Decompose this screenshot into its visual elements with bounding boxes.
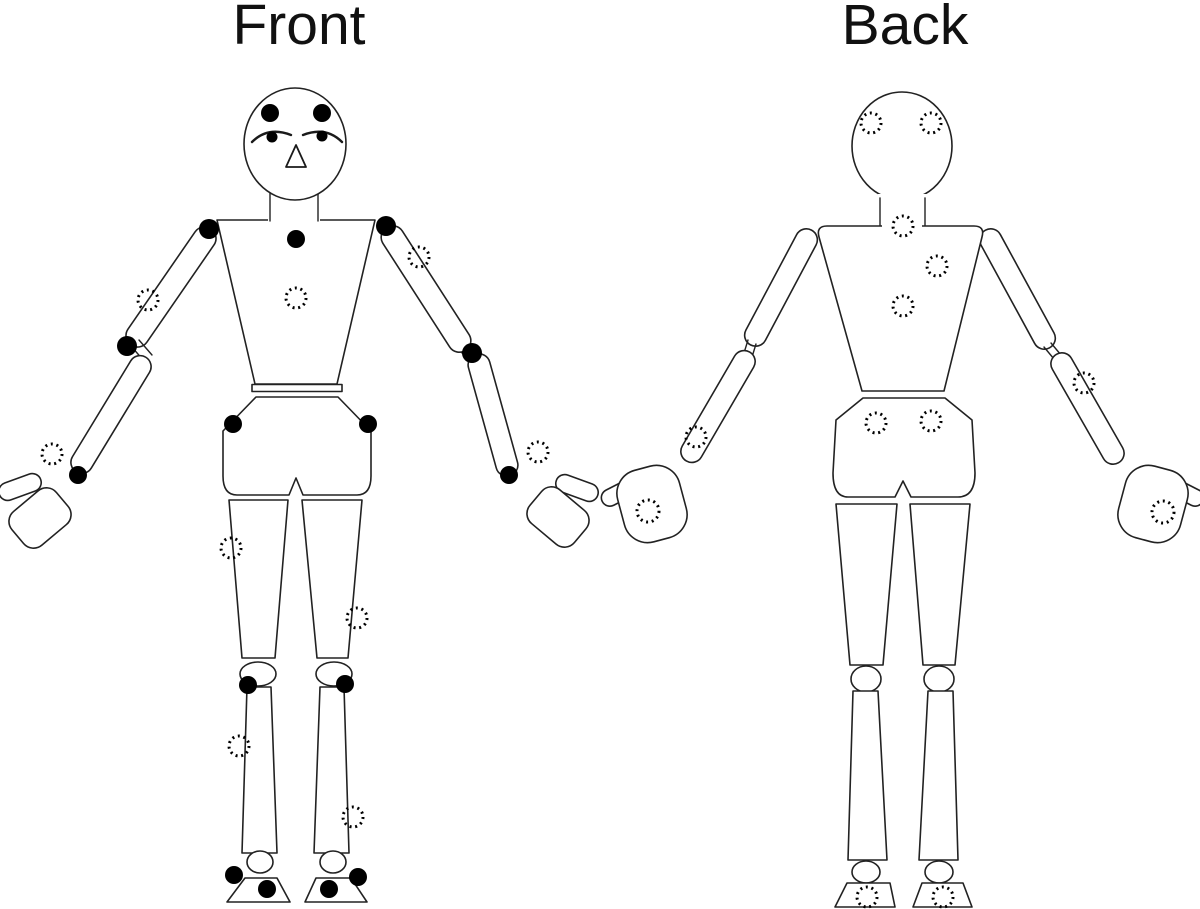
front-right-shin [313,686,350,854]
back-left-foot [834,882,896,908]
front-right-ankle-marker [349,868,367,886]
back-left-thigh [835,503,898,666]
front-right-shin-dotted [341,805,365,829]
shoulder-line-cover [882,223,922,230]
front-right-ankle [319,850,347,874]
front-right-wrist-dotted [526,440,550,464]
nose [285,144,307,168]
front-pelvis [222,396,372,496]
front-left-upper-arm-dotted [136,288,160,312]
back-right-heel-dotted [931,885,955,909]
back-right-ankle [924,860,954,884]
left-eye [266,131,278,143]
back-left-upper-arm [743,228,819,347]
back-right-thigh [909,503,971,666]
back-left-heel-dotted [855,885,879,909]
front-right-thigh [301,499,363,659]
back-view-title: Back [841,0,969,57]
back-head-right-dotted [919,111,943,135]
back-left-forearm [680,349,756,464]
front-left-elbow-joint-line [138,339,153,356]
front-left-thigh [228,499,289,659]
back-figure [600,91,1200,908]
front-right-hip-marker [359,415,377,433]
front-left-ankle [246,850,274,874]
front-left-wrist-dotted [40,442,64,466]
front-left-shin-dotted [227,734,251,758]
back-mid-back-dotted [891,294,915,318]
back-right-buttock-dotted [919,409,943,433]
back-left-buttock-dotted [864,411,888,435]
front-head [243,87,347,201]
front-right-knee-marker [336,675,354,693]
front-left-forearm [70,354,152,475]
front-left-elbow-marker [117,336,137,356]
back-right-upper-arm [978,228,1057,350]
front-left-thumb [0,472,43,502]
neck-cover [878,194,927,227]
front-right-forearm [467,353,519,477]
front-left-thigh-dotted [219,536,243,560]
back-head [851,91,953,201]
back-left-knee [850,665,882,693]
front-figure [0,87,600,903]
back-left-ankle [851,860,881,884]
front-left-upper-arm [125,226,217,348]
front-left-shoulder-marker [199,219,219,239]
front-left-foot-marker [258,880,276,898]
back-right-forearm-dotted [1072,371,1096,395]
front-forehead-right-marker [313,104,331,122]
back-left-hand [616,464,688,544]
front-chest-lower-dotted [284,286,308,310]
front-left-ankle-marker [225,866,243,884]
front-right-wrist-marker [500,466,518,484]
back-upper-back-dotted [925,254,949,278]
front-left-wrist-marker [69,466,87,484]
front-right-shoulder-marker [376,216,396,236]
front-view-title: Front [232,0,366,57]
front-left-hip-marker [224,415,242,433]
front-forehead-left-marker [261,104,279,122]
back-left-forearm-dotted [684,425,708,449]
back-right-shin [918,690,959,861]
back-neck-dotted [891,214,915,238]
front-right-hand [526,486,590,548]
front-left-shin [241,686,278,854]
back-right-hand [1117,464,1189,544]
back-right-hand-dotted [1150,499,1176,525]
front-right-elbow-marker [462,343,482,363]
front-right-thigh-dotted [345,606,369,630]
front-right-thumb [554,473,600,503]
marker-layer [40,104,1176,909]
front-right-upper-arm [380,225,472,353]
front-right-foot-marker [320,880,338,898]
front-sternum-marker [287,230,305,248]
front-left-hand [8,487,72,549]
front-left-knee-marker [239,676,257,694]
right-eye [316,130,328,142]
front-right-upper-arm-dotted [407,245,431,269]
back-head-left-dotted [859,111,883,135]
back-left-shin [847,690,888,861]
back-left-hand-dotted [635,498,661,524]
back-right-forearm [1050,352,1125,465]
back-torso [817,225,984,392]
back-right-knee [923,665,955,693]
back-right-foot [912,882,973,908]
back-pelvis [832,397,976,498]
front-waist-joint [251,383,343,393]
